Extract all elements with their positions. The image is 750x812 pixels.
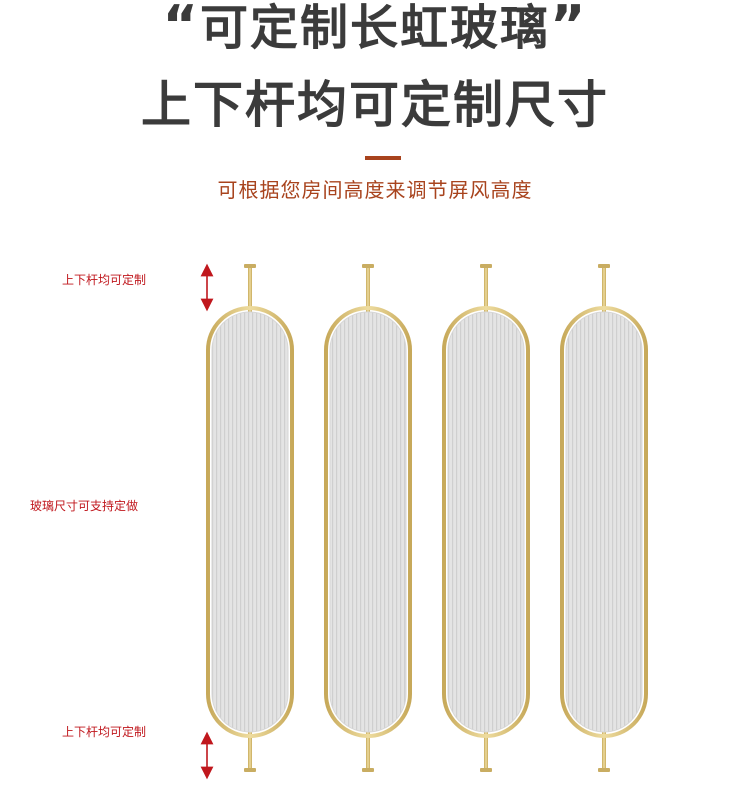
bottom-rod-cap bbox=[244, 768, 256, 772]
top-rod bbox=[248, 266, 252, 312]
note-glass-size: 玻璃尺寸可支持定做 bbox=[30, 499, 139, 513]
bottom-rod bbox=[484, 732, 488, 770]
bottom-rod bbox=[366, 732, 370, 770]
screen-panel bbox=[560, 264, 648, 772]
ribbed-glass bbox=[211, 311, 289, 733]
subtitle: 可根据您房间高度来调节屏风高度 bbox=[217, 178, 533, 202]
bottom-rod bbox=[248, 732, 252, 770]
close-quote: ” bbox=[550, 0, 588, 57]
ribbed-glass bbox=[447, 311, 525, 733]
top-rod-cap bbox=[480, 264, 492, 268]
note-bottom-rod: 上下杆均可定制 bbox=[62, 725, 147, 739]
gold-frame bbox=[206, 306, 294, 738]
top-rod-cap bbox=[362, 264, 374, 268]
headline-line-1: “可定制长虹玻璃” bbox=[0, 0, 750, 54]
screen-panel bbox=[324, 264, 412, 772]
open-quote: “ bbox=[162, 0, 200, 57]
bottom-rod-cap bbox=[362, 768, 374, 772]
headline-main-text: 可定制长虹玻璃 bbox=[199, 0, 550, 56]
gold-frame bbox=[442, 306, 530, 738]
gold-frame bbox=[324, 306, 412, 738]
screen-panel bbox=[442, 264, 530, 772]
ribbed-glass bbox=[565, 311, 643, 733]
top-rod-cap bbox=[244, 264, 256, 268]
gold-frame bbox=[560, 306, 648, 738]
top-rod-cap bbox=[598, 264, 610, 268]
ribbed-glass bbox=[329, 311, 407, 733]
bottom-rod bbox=[602, 732, 606, 770]
bottom-rod-cap bbox=[598, 768, 610, 772]
accent-divider bbox=[365, 156, 401, 160]
note-top-rod: 上下杆均可定制 bbox=[62, 273, 147, 287]
screen-panel bbox=[206, 264, 294, 772]
bottom-rod-cap bbox=[480, 768, 492, 772]
top-rod bbox=[602, 266, 606, 312]
headline-line-2: 上下杆均可定制尺寸 bbox=[141, 76, 609, 134]
top-rod bbox=[484, 266, 488, 312]
top-rod bbox=[366, 266, 370, 312]
